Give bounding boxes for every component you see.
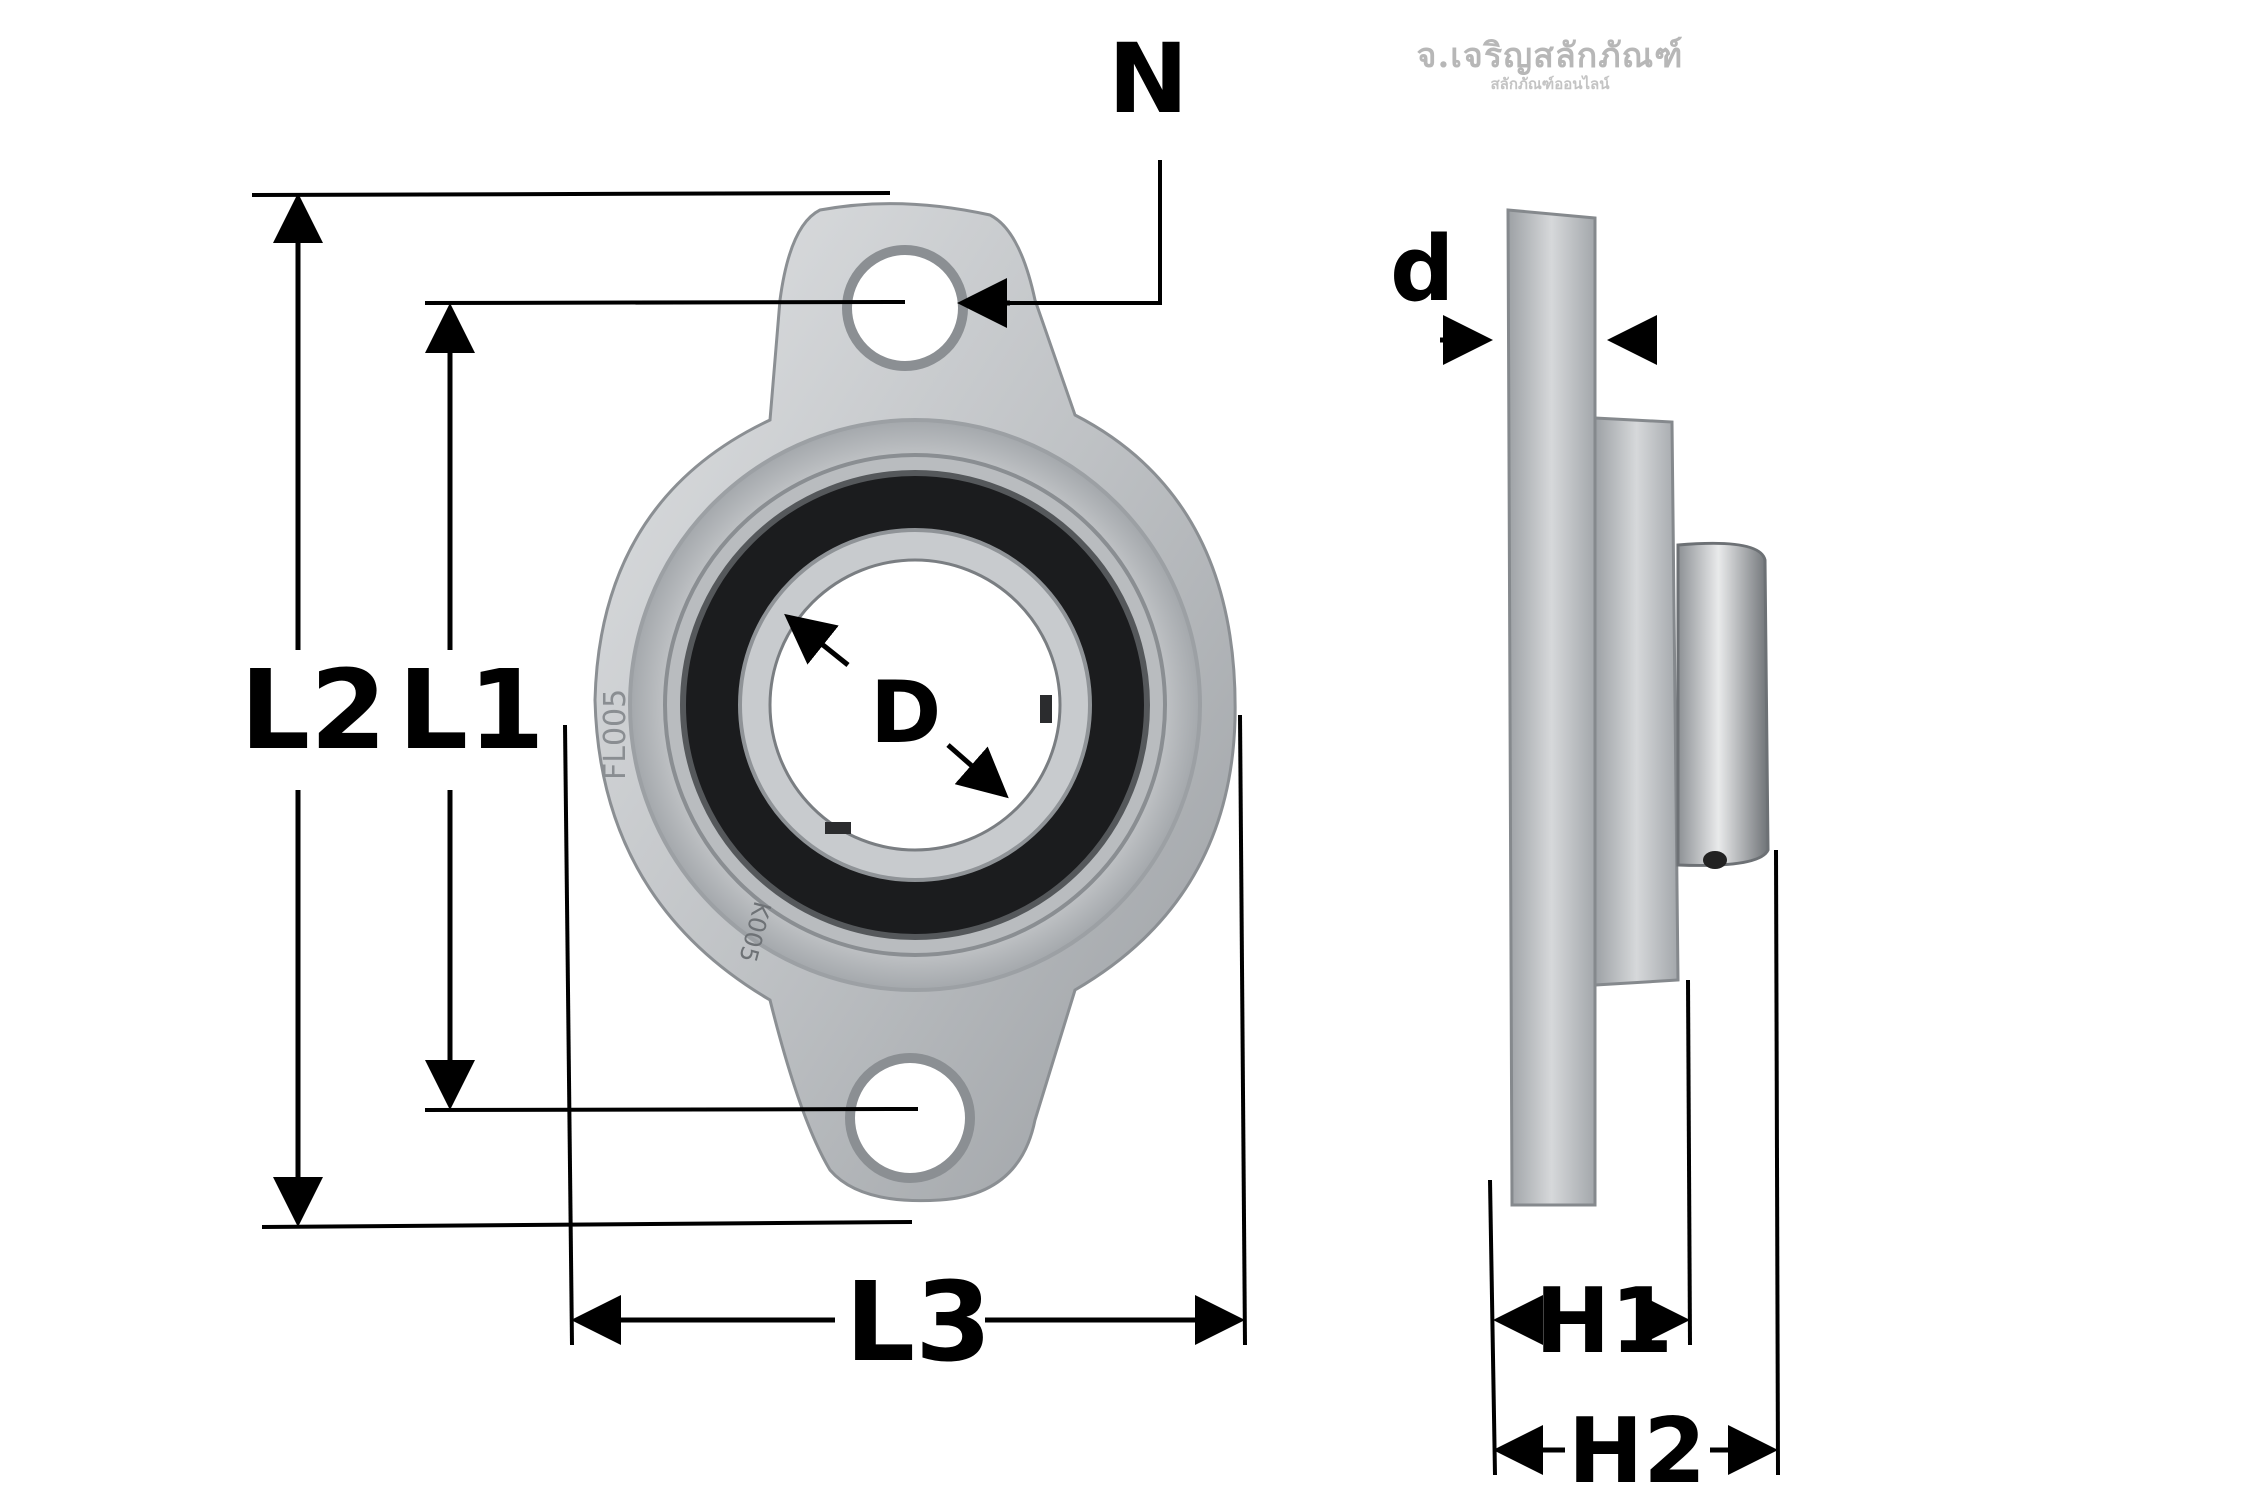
label-H2: H2 (1568, 1399, 1706, 1500)
mounting-hole-top (842, 245, 968, 371)
side-shaft-collar (1676, 541, 1770, 867)
label-H1: H1 (1535, 1269, 1673, 1374)
set-screw-bottom (825, 822, 851, 834)
label-D: D (870, 663, 941, 763)
side-view (1506, 208, 1770, 1207)
collar-set-screw (1703, 851, 1727, 869)
label-L2: L2 (240, 646, 387, 774)
shop-watermark: จ.เจริญสลักภัณฑ์ (1416, 36, 1684, 76)
set-screw-right (1040, 695, 1052, 723)
shop-tagline: สลักภัณฑ์ออนไลน์ (1490, 75, 1610, 93)
label-d: d (1390, 217, 1454, 322)
housing-marking: FL005 (598, 689, 633, 780)
side-housing-body (1593, 416, 1680, 987)
side-flange-plate (1506, 208, 1597, 1207)
label-L1: L1 (398, 646, 545, 774)
dimension-arrows (273, 193, 1778, 1475)
front-view: FL005 K005 (593, 202, 1237, 1203)
label-L3: L3 (845, 1258, 992, 1386)
mounting-hole-bottom (845, 1053, 975, 1183)
dimension-labels: N d D L2 L1 L3 H1 H2 (240, 23, 1706, 1504)
label-N: N (1108, 23, 1188, 135)
